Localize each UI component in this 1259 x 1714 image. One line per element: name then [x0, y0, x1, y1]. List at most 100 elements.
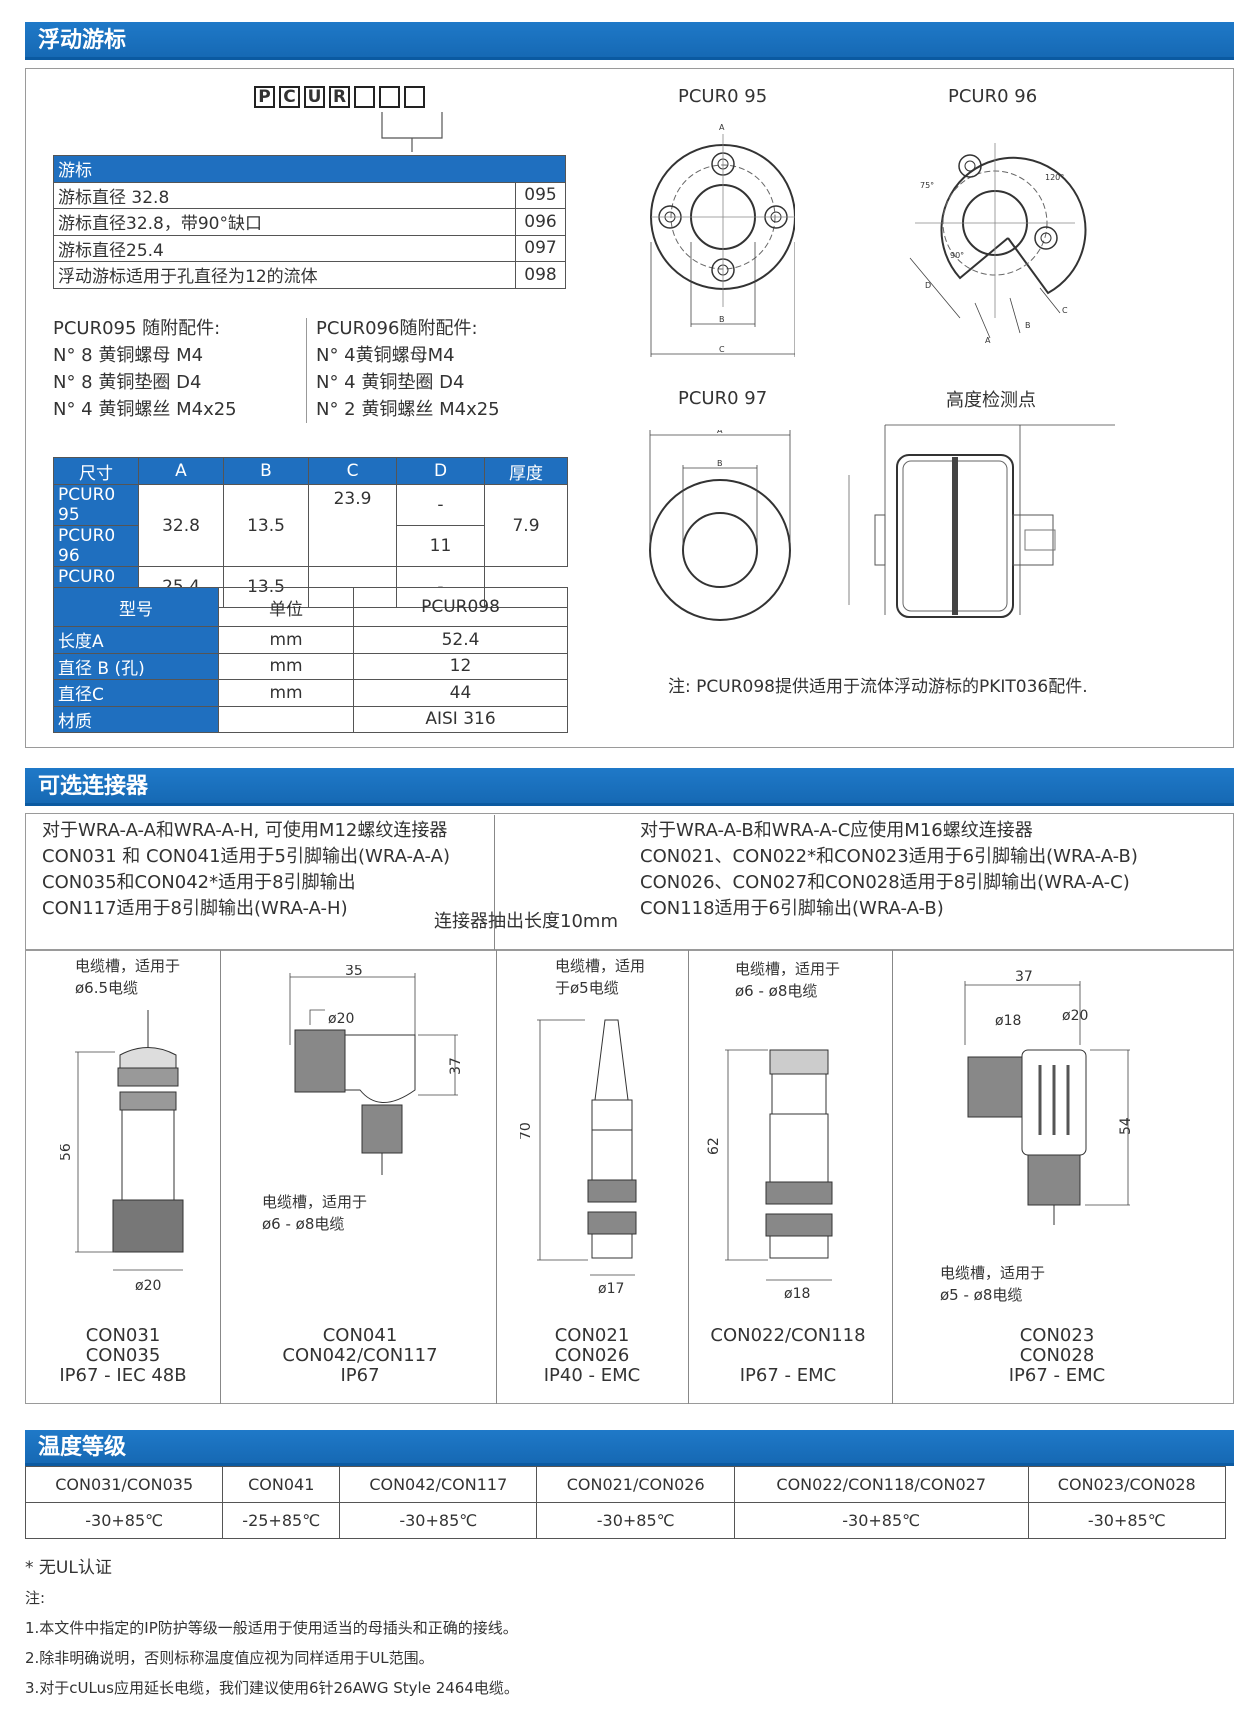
info-line: CON035和CON042*适用于8引脚输出	[42, 872, 356, 893]
dim-row-label: PCUR0 96	[53, 525, 139, 567]
temp-header: CON041	[222, 1466, 341, 1503]
temp-value: -30+85℃	[733, 1502, 1029, 1539]
connector-caption: CON022/CON118 IP67 - EMC	[703, 1326, 873, 1386]
caption-line: IP67 - IEC 48B	[59, 1365, 187, 1386]
spec-header: PCUR098	[353, 587, 568, 627]
dim-cell: 7.9	[484, 484, 568, 567]
accessory-line: N° 8 黄铜螺母 M4	[53, 345, 204, 366]
caption-line: CON026	[554, 1345, 630, 1366]
section-title: 温度等级	[38, 1435, 127, 1460]
dim-header: A	[138, 457, 224, 485]
code-bracket	[381, 112, 443, 152]
connector-info-box	[25, 813, 1234, 950]
cursor-desc: 游标直径32.8，带90°缺口	[53, 208, 516, 236]
dim-header: B	[223, 457, 309, 485]
spec-key: 长度A	[53, 626, 219, 654]
info-line: 对于WRA-A-B和WRA-A-C应使用M16螺纹连接器	[640, 820, 1033, 841]
caption-line: CON035	[85, 1345, 161, 1366]
connector-info-right: 对于WRA-A-B和WRA-A-C应使用M16螺纹连接器 CON021、CON0…	[640, 818, 1138, 922]
divider	[306, 318, 307, 423]
drawing-title-097: PCUR0 97	[678, 388, 768, 409]
cursor-desc: 浮动游标适用于孔直径为12的流体	[53, 261, 516, 289]
spec-value: 44	[353, 679, 568, 707]
code-letter: R	[329, 86, 350, 108]
cursor-code: 095	[515, 181, 566, 209]
temp-value: -30+85℃	[24, 1502, 224, 1539]
dim-label-C: C	[719, 345, 725, 354]
section-title: 可选连接器	[38, 774, 149, 799]
dim-37: 37	[1015, 969, 1033, 985]
cursor-code: 096	[515, 208, 566, 236]
temp-header: CON031/CON035	[24, 1466, 224, 1503]
dim-label-A: A	[719, 123, 725, 132]
info-line: CON117适用于8引脚输出(WRA-A-H)	[42, 898, 348, 919]
dim-label-A: A	[985, 336, 991, 345]
footnote-label: 注:	[25, 1589, 46, 1607]
dim-37: 37	[448, 1057, 464, 1075]
connector-caption: CON031 CON035 IP67 - IEC 48B	[38, 1326, 208, 1386]
dim-label-C: C	[1062, 306, 1068, 315]
angle-120: 120°	[1045, 173, 1064, 182]
cursor-code: 098	[515, 261, 566, 289]
section-bar-cursor: 浮动游标	[25, 22, 1234, 60]
dim-d18: ø18	[784, 1286, 810, 1300]
drawing-title-height: 高度检测点	[946, 390, 1036, 411]
cable-note: 电缆槽，适用于 ø6 - ø8电缆	[735, 958, 840, 1002]
note-line: 电缆槽，适用于	[735, 960, 841, 978]
spec-key: 直径 B (孔)	[53, 652, 219, 680]
dim-row-label: PCUR0 95	[53, 484, 139, 526]
divider	[494, 815, 495, 950]
footnote-item: 2.除非明确说明，否则标称温度值应视为同样适用于UL范围。	[25, 1649, 434, 1667]
caption-line	[703, 1346, 873, 1366]
temp-value: -30+85℃	[536, 1502, 735, 1539]
spec-unit: mm	[218, 679, 354, 707]
footnote-item: 1.本文件中指定的IP防护等级一般适用于使用适当的母插头和正确的接线。	[25, 1619, 518, 1637]
temp-header: CON023/CON028	[1027, 1466, 1227, 1503]
spec-key: 材质	[53, 705, 219, 733]
dim-header: D	[396, 457, 485, 485]
spec-header: 型号	[53, 587, 219, 627]
cable-note: 电缆槽，适用 于ø5电缆	[555, 955, 645, 999]
connector-caption: CON041 CON042/CON117 IP67	[275, 1326, 445, 1386]
accessory-line: N° 4 黄铜垫圈 D4	[316, 372, 465, 393]
code-boxes: P C U R	[254, 86, 425, 108]
dim-label-B: B	[1025, 321, 1031, 330]
dim-cell: 32.8	[138, 484, 224, 567]
dim-cell: -	[396, 484, 485, 526]
dim-label-D: D	[925, 281, 931, 290]
spec-value: 12	[353, 652, 568, 680]
connector-caption: CON023 CON028 IP67 - EMC	[972, 1326, 1142, 1386]
dim-62: 62	[706, 1137, 722, 1155]
cable-note: 电缆槽，适用于 ø5 - ø8电缆	[940, 1262, 1045, 1306]
section-title: 浮动游标	[38, 28, 127, 53]
connector-info-left: 对于WRA-A-A和WRA-A-H, 可使用M12螺纹连接器 CON031 和 …	[42, 818, 450, 922]
code-blank	[404, 86, 425, 108]
dim-header: 厚度	[484, 457, 568, 485]
dim-d17: ø17	[598, 1281, 624, 1297]
divider	[688, 950, 689, 1404]
caption-line: CON028	[1019, 1345, 1095, 1366]
dim-label-B: B	[719, 315, 725, 324]
info-line: CON118适用于6引脚输出(WRA-A-B)	[640, 898, 944, 919]
accessories-left: PCUR095 随附配件: N° 8 黄铜螺母 M4 N° 8 黄铜垫圈 D4 …	[53, 315, 237, 423]
dim-d20: ø20	[328, 1011, 354, 1027]
dim-35: 35	[345, 965, 363, 979]
accessory-line: N° 2 黄铜螺丝 M4x25	[316, 399, 500, 420]
cable-note: 电缆槽，适用于 ø6.5电缆	[75, 955, 180, 999]
dim-cell: 23.9	[308, 484, 397, 567]
con041-drawing: 35 ø20 37	[289, 965, 464, 1175]
footnote-item: 3.对于cULus应用延长电缆，我们建议使用6针26AWG Style 2464…	[25, 1679, 519, 1697]
dim-d18: ø18	[995, 1013, 1021, 1029]
divider	[496, 950, 497, 1404]
note-line: 于ø5电缆	[555, 979, 619, 997]
cursor-desc: 游标直径 32.8	[53, 181, 516, 209]
extraction-length: 连接器抽出长度10mm	[434, 911, 618, 932]
drawing-title-095: PCUR0 95	[678, 86, 768, 107]
temp-header: CON021/CON026	[536, 1466, 735, 1503]
caption-line: IP67 - EMC	[1008, 1365, 1106, 1386]
con021-drawing: 70 ø17	[520, 1019, 637, 1297]
divider	[892, 950, 893, 1404]
angle-90: 90°	[950, 251, 964, 260]
code-letter: C	[279, 86, 300, 108]
